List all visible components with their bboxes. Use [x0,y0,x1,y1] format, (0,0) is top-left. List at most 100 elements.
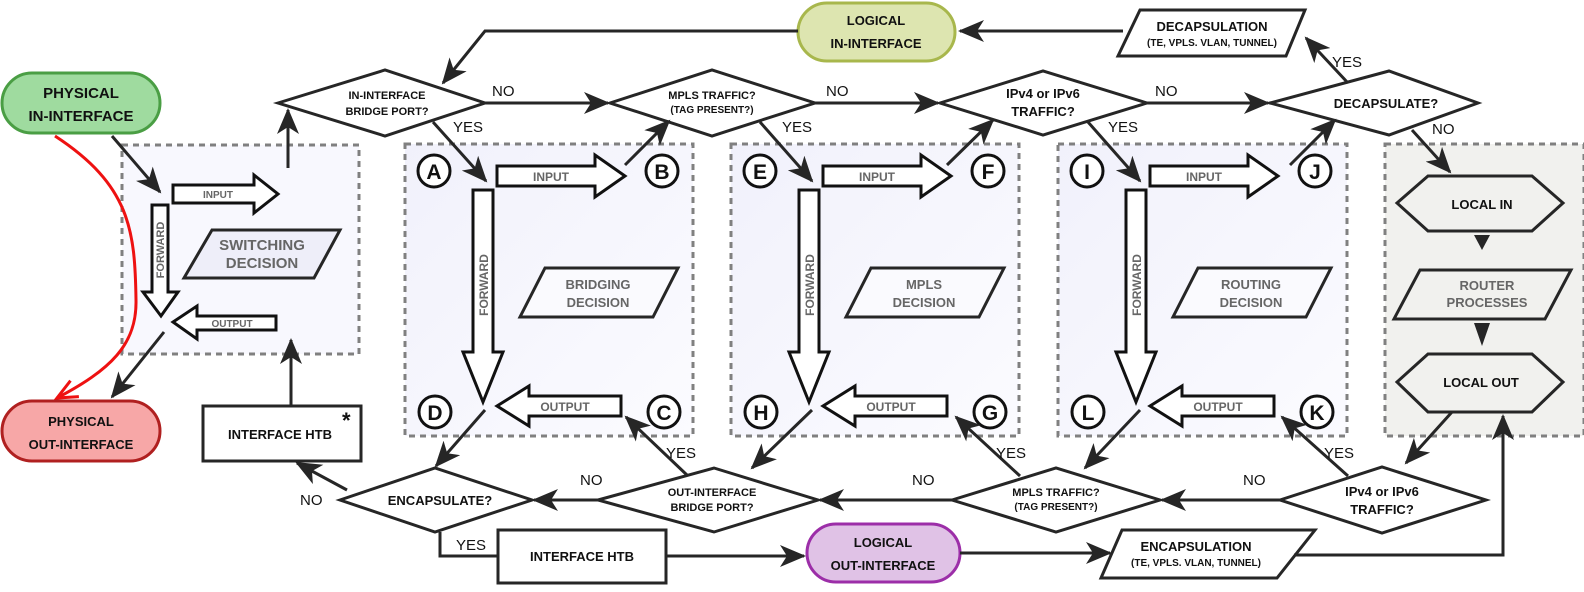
switching-input-label: INPUT [203,190,233,201]
marker-l-letter: L [1082,402,1095,425]
marker-d: D [417,394,453,430]
router-processes[interactable]: ROUTER PROCESSES [1391,268,1574,321]
switching-output-label: OUTPUT [211,319,252,330]
marker-i-letter: I [1084,161,1090,184]
marker-j: J [1297,153,1333,189]
decision-encapsulate[interactable]: ENCAPSULATE? [335,466,537,534]
edge-ip-top-yes [1086,121,1142,183]
routing-block-contents: INPUT FORWARD OUTPUT ROUTING DECISION I J K L [1069,152,1335,430]
marker-i: I [1069,153,1105,189]
decision-blocks-layer: INPUT FORWARD OUTPUT BRIDGING DECISION A B C D IN… [140,152,1335,430]
router-processes-label-2: PROCESSES [1447,295,1528,310]
label-no-ip-bottom: NO [1243,472,1266,489]
label-yes-mpls-bottom: YES [996,445,1026,462]
mpls-decision-label-1: MPLS [906,277,942,292]
marker-d-letter: D [427,402,442,425]
mpls-output-arrow [820,383,949,429]
mpls-top-label-1: MPLS TRAFFIC? [668,90,756,102]
edge-mpls-top-yes [758,121,814,183]
routing-input-label: INPUT [1186,170,1223,184]
bridging-forward-arrow [460,188,506,407]
mpls-top-label-2: (TAG PRESENT?) [670,105,753,116]
decapsulate-label: DECAPSULATE? [1334,96,1439,111]
marker-b-letter: B [654,161,669,184]
switching-decision-label-1: SWITCHING [219,237,305,254]
router-to-local-out-arrow [1474,323,1490,346]
routing-decision-label-1: ROUTING [1221,277,1281,292]
routing-forward-arrow [1113,188,1159,407]
edge-l-to-mpls-bottom [1083,408,1142,470]
marker-g-letter: G [982,402,998,425]
edge-j-to-decap [1288,118,1337,167]
edge-mpls-bottom-yes [954,415,1022,478]
physical-in-label-1: PHYSICAL [43,85,119,102]
mpls-input-label: INPUT [859,170,896,184]
bridging-decision-label-1: BRIDGING [566,277,631,292]
routing-decision-shape [1170,266,1334,319]
decision-ip-traffic-bottom[interactable]: IPv4 or IPv6 TRAFFIC? [1275,465,1491,535]
mpls-output-label: OUTPUT [866,400,916,414]
switching-decision-shape [181,228,343,280]
label-yes-ip-bottom: YES [1324,445,1354,462]
local-out[interactable]: LOCAL OUT [1394,352,1566,414]
mpls-forward-label: FORWARD [803,254,817,316]
in-bridge-label-2: BRIDGE PORT? [345,106,428,118]
logical-in-interface[interactable]: LOGICAL IN-INTERFACE [796,1,957,63]
physical-in-label-2: IN-INTERFACE [29,108,134,125]
decision-out-interface-bridge-port[interactable]: OUT-INTERFACE BRIDGE PORT? [592,466,824,534]
bridging-output-label: OUTPUT [540,400,590,414]
interface-htb-top-label: INTERFACE HTB [228,427,332,442]
edge-encapsulation-to-local-out [1294,414,1514,557]
physical-out-label-2: OUT-INTERFACE [29,437,134,452]
edge-decap-yes [1304,36,1350,85]
mpls-bottom-label-1: MPLS TRAFFIC? [1012,487,1100,499]
bridging-decision-shape [517,266,681,319]
encapsulation-process[interactable]: ENCAPSULATION (TE, VPLS. VLAN, TUNNEL) [1098,528,1319,580]
label-no-out-bridge: NO [580,472,603,489]
mpls-input-arrow [821,152,954,200]
switching-forward-arrow [140,203,181,319]
local-in[interactable]: LOCAL IN [1394,174,1566,233]
label-yes-out-bridge: YES [666,445,696,462]
decision-mpls-traffic-bottom[interactable]: MPLS TRAFFIC? (TAG PRESENT?) [946,466,1166,534]
local-in-label: LOCAL IN [1451,197,1512,212]
marker-e: E [742,153,778,189]
marker-b: B [644,153,680,189]
edge-labels: NO YES NO YES NO YES YES NO YES NO YES N… [300,54,1455,554]
mpls-decision-label-2: DECISION [893,295,956,310]
marker-h-letter: H [753,402,768,425]
encapsulation-label-1: ENCAPSULATION [1141,539,1252,554]
edge-ip-bottom-yes [1280,415,1349,478]
physical-in-interface[interactable]: PHYSICAL IN-INTERFACE [0,71,162,135]
routing-forward-label: FORWARD [1130,254,1144,316]
routing-output-label: OUTPUT [1193,400,1243,414]
decapsulation-process[interactable]: DECAPSULATION (TE, VPLS. VLAN, TUNNEL) [1115,8,1308,58]
marker-k-letter: K [1309,402,1324,425]
marker-a: A [416,153,452,189]
asterisk-mark: * [342,408,351,433]
label-no-encapsulate: NO [300,492,323,509]
interface-htb-top[interactable]: INTERFACE HTB * [201,404,363,463]
edge-logical-in-to-in-bridge [441,29,798,85]
physical-out-interface[interactable]: PHYSICAL OUT-INTERFACE [0,399,162,463]
label-yes-decap: YES [1332,54,1362,71]
edge-b-to-mpls [623,119,671,167]
in-bridge-label-1: IN-INTERFACE [349,90,426,102]
edge-local-out-to-ip [1404,410,1454,465]
edge-encapsulate-no [295,461,348,492]
routing-decision-label-2: DECISION [1220,295,1283,310]
label-no-in-bridge: NO [492,83,515,100]
logical-out-interface[interactable]: LOGICAL OUT-INTERFACE [805,522,962,584]
decision-decapsulate[interactable]: DECAPSULATE? [1264,69,1483,137]
marker-k: K [1299,394,1335,430]
ip-top-label-1: IPv4 or IPv6 [1006,86,1080,101]
interface-htb-bottom[interactable]: INTERFACE HTB [496,528,668,585]
label-yes-mpls-top: YES [782,119,812,136]
marker-c-letter: C [656,402,671,425]
marker-c: C [646,394,682,430]
label-no-decap: NO [1432,121,1455,138]
bypass-arrow [53,134,138,400]
decapsulation-label-2: (TE, VPLS. VLAN, TUNNEL) [1147,38,1277,49]
label-yes-encapsulate: YES [456,537,486,554]
marker-e-letter: E [753,161,767,184]
